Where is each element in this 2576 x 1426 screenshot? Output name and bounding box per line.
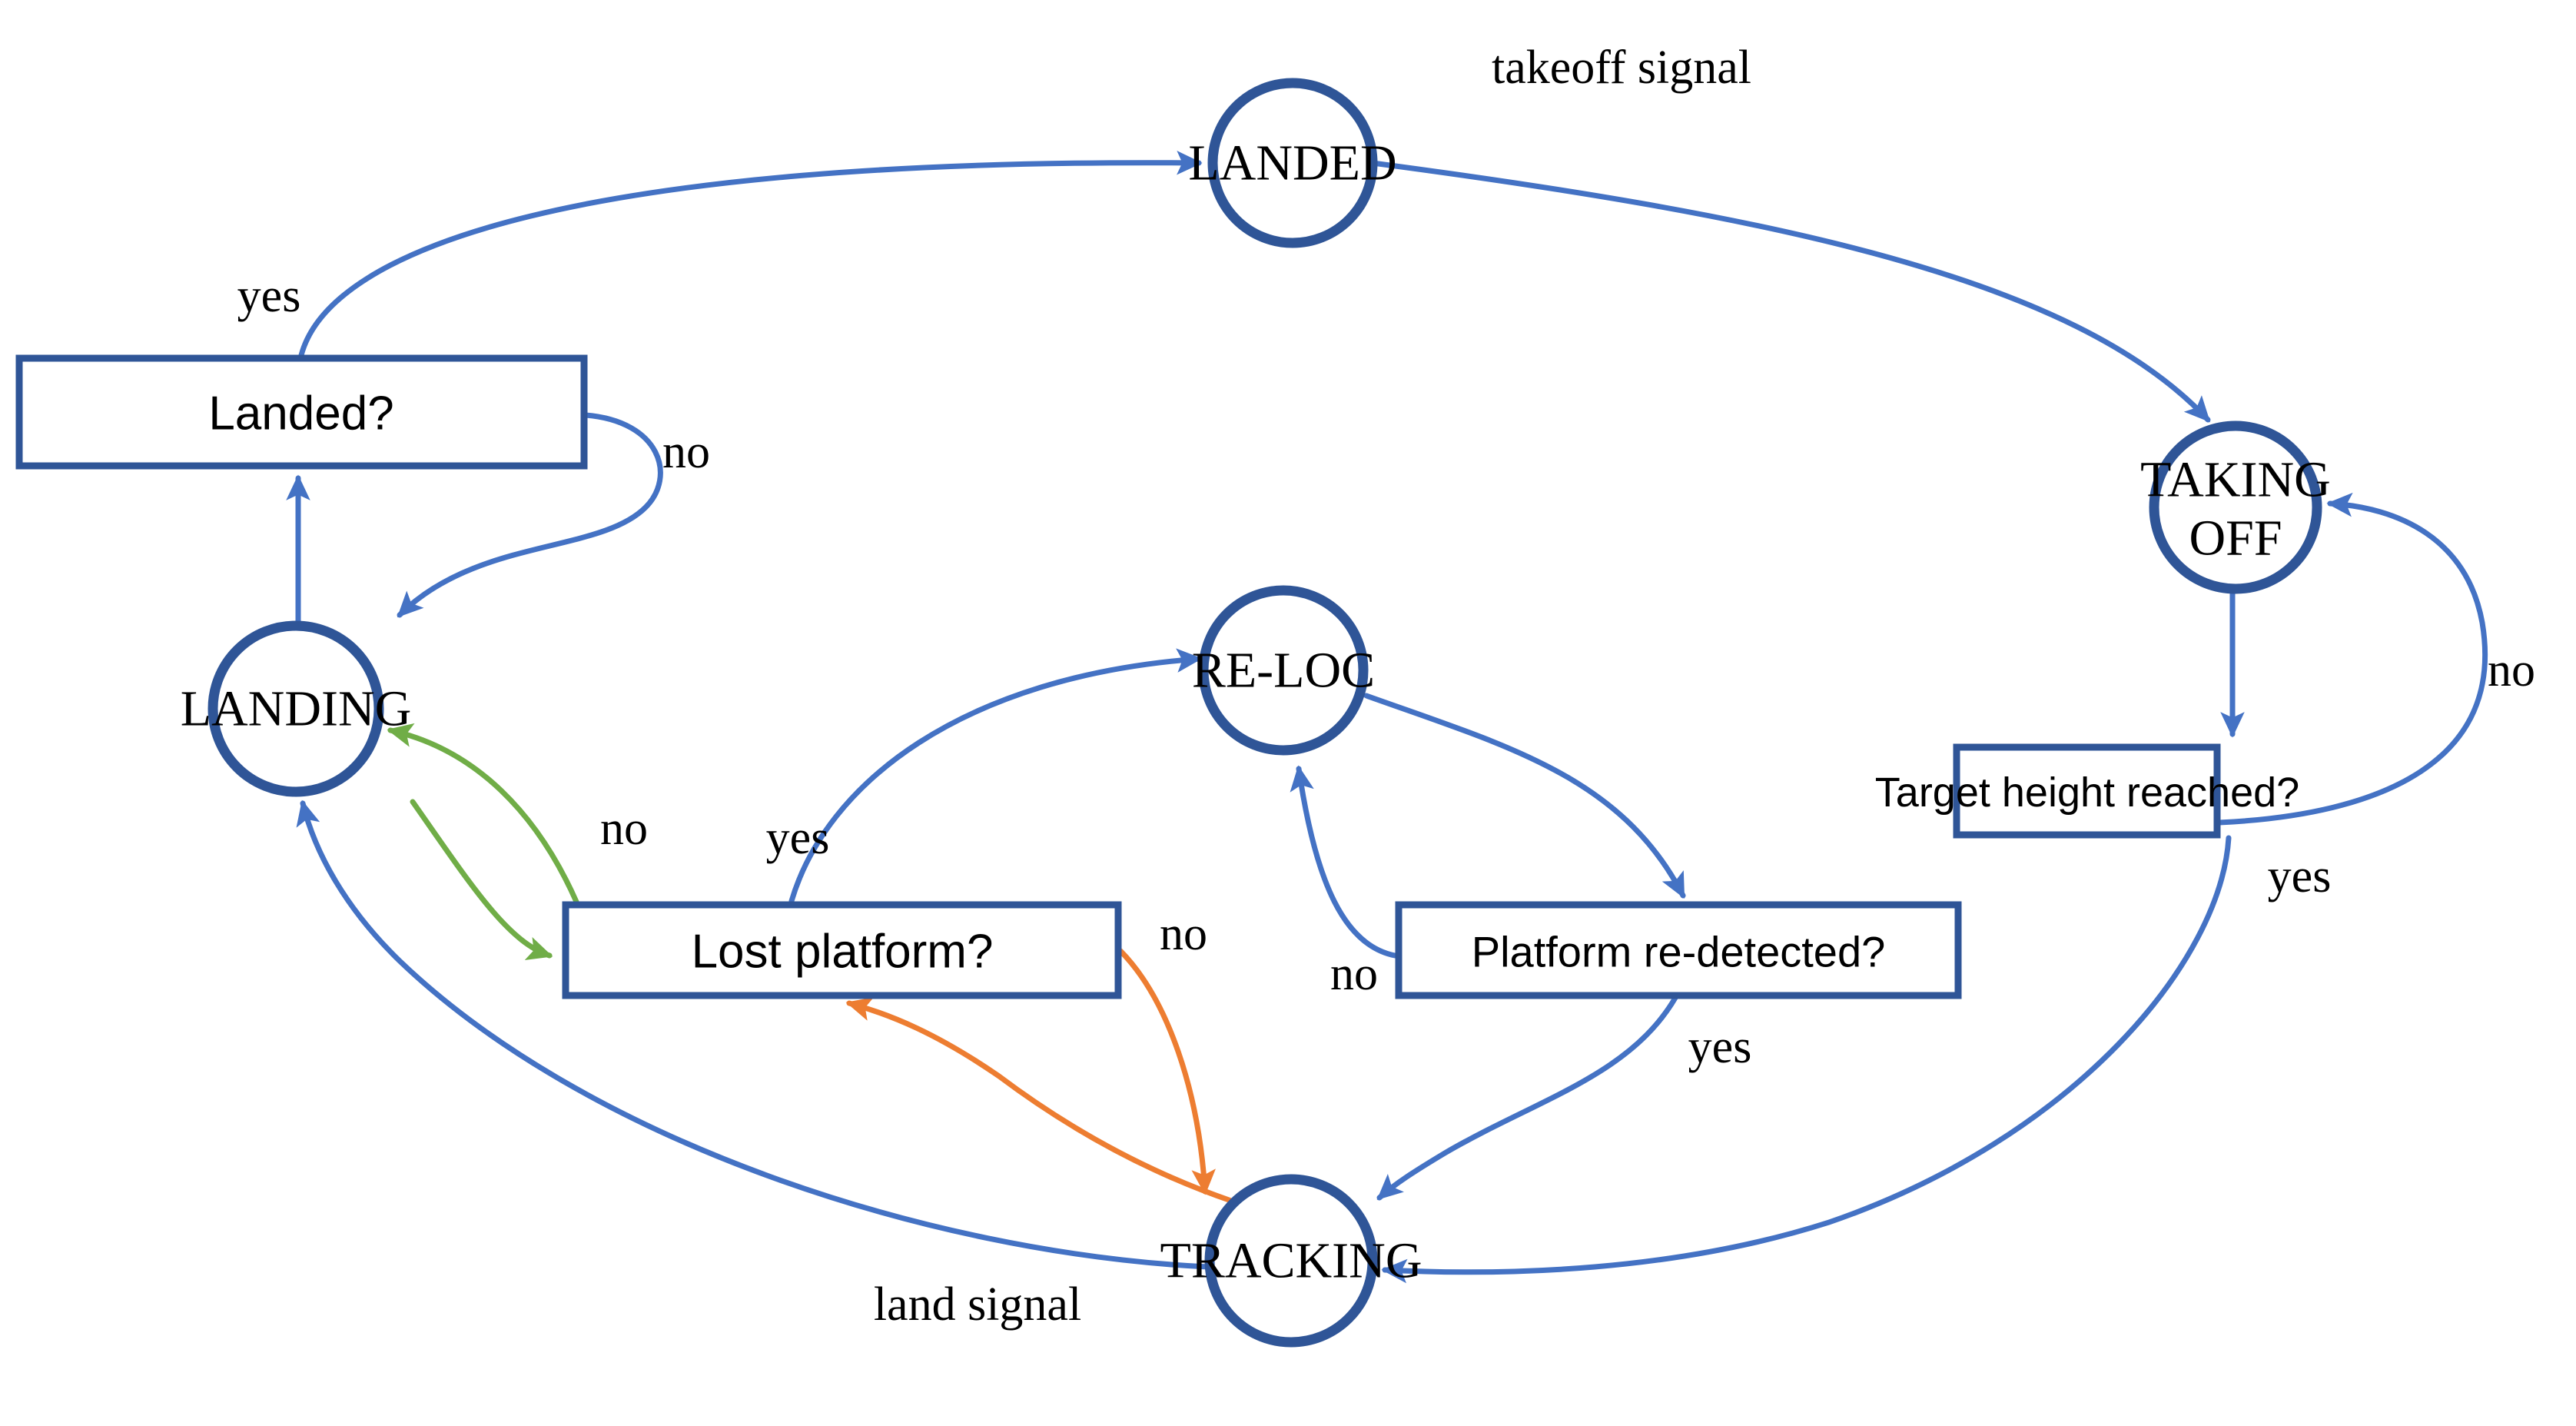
state-label-taking-off-line2: OFF — [2189, 510, 2282, 567]
edge-labels-layer: takeoff signal yes no no no yes no no ye… — [237, 42, 2535, 1331]
label-takeoff-no: no — [2488, 644, 2535, 696]
state-landed[interactable]: LANDED — [1188, 78, 1397, 248]
edge-reloc-to-redetected — [1363, 693, 1686, 899]
label-land-signal: land signal — [874, 1278, 1081, 1331]
decision-box-landed-q[interactable] — [15, 354, 588, 470]
transitions-layer: LANDED (big arc up-right to LANDED left … — [286, 150, 2488, 1284]
decision-target-height-q[interactable]: Target height reached? — [1875, 743, 2299, 839]
state-label-landed: LANDED — [1188, 135, 1396, 191]
label-takeoff-signal: takeoff signal — [1492, 42, 1751, 94]
edge-target-height-yes-to-tracking — [1381, 835, 2232, 1284]
label-lost-no-orange: no — [1160, 908, 1207, 960]
edge-lost-platform-no-to-tracking — [1117, 948, 1216, 1195]
states-layer: LANDED TAKING OFF LANDING RE-LOC TRACKIN… — [181, 78, 2331, 1348]
edge-landing-q-yes-to-landed — [298, 150, 1203, 358]
decision-label-redetected-q: Platform re-detected? — [1472, 928, 1885, 976]
state-circle-reloc[interactable] — [1198, 585, 1369, 756]
state-tracking[interactable]: TRACKING — [1160, 1174, 1422, 1348]
edge-target-height-no-to-takingoff — [2216, 492, 2488, 826]
state-label-landing: LANDING — [181, 681, 412, 737]
label-redetect-no: no — [1330, 948, 1378, 1000]
edge-lost-platform-no-to-landing — [387, 723, 579, 905]
state-circle-taking-off[interactable] — [2149, 420, 2322, 594]
state-label-reloc: RE-LOC — [1192, 643, 1375, 699]
edge-tracking-land-signal-to-landing — [296, 799, 1211, 1270]
decision-box-redetected-q[interactable] — [1395, 901, 1962, 999]
edge-landed-q-no-to-landing — [397, 412, 663, 618]
state-circle-landed[interactable] — [1207, 78, 1378, 248]
decision-label-landed-q: Landed? — [208, 387, 393, 440]
decisions-layer: Landed? Target height reached? Lost plat… — [15, 354, 2299, 999]
state-label-tracking: TRACKING — [1160, 1233, 1422, 1289]
state-landing[interactable]: LANDING — [181, 620, 412, 797]
edge-redetected-no-to-reloc — [1290, 765, 1398, 959]
decision-landed-q[interactable]: Landed? — [15, 354, 588, 470]
label-landed-no: no — [662, 426, 710, 478]
decision-lost-platform-q[interactable]: Lost platform? — [562, 901, 1122, 999]
edge-tracking-to-lost-platform — [845, 997, 1234, 1204]
label-target-yes: yes — [2268, 850, 2332, 902]
label-lost-platform-no: no — [600, 803, 648, 855]
decision-label-lost-platform-q: Lost platform? — [692, 926, 994, 979]
decision-box-lost-platform-q[interactable] — [562, 901, 1122, 999]
edge-landing-to-lost-platform — [410, 799, 553, 960]
edge-landed-to-takingoff — [1369, 160, 2211, 423]
decision-box-target-height-q[interactable] — [1953, 743, 2221, 839]
label-redetect-yes: yes — [1688, 1021, 1752, 1073]
edge-lost-platform-yes-to-reloc — [788, 648, 1203, 904]
state-circle-tracking[interactable] — [1204, 1174, 1378, 1348]
decision-label-target-height-q: Target height reached? — [1875, 770, 2299, 816]
decision-redetected-q[interactable]: Platform re-detected? — [1395, 901, 1962, 999]
label-lost-yes: yes — [766, 812, 830, 864]
state-reloc[interactable]: RE-LOC — [1192, 585, 1375, 756]
state-circle-landing[interactable] — [207, 620, 384, 797]
label-landed-yes: yes — [237, 270, 301, 322]
state-label-taking-off-line1: TAKING — [2140, 452, 2331, 508]
edge-redetected-yes-to-tracking — [1376, 995, 1678, 1201]
state-taking-off[interactable]: TAKING OFF — [2140, 420, 2331, 594]
